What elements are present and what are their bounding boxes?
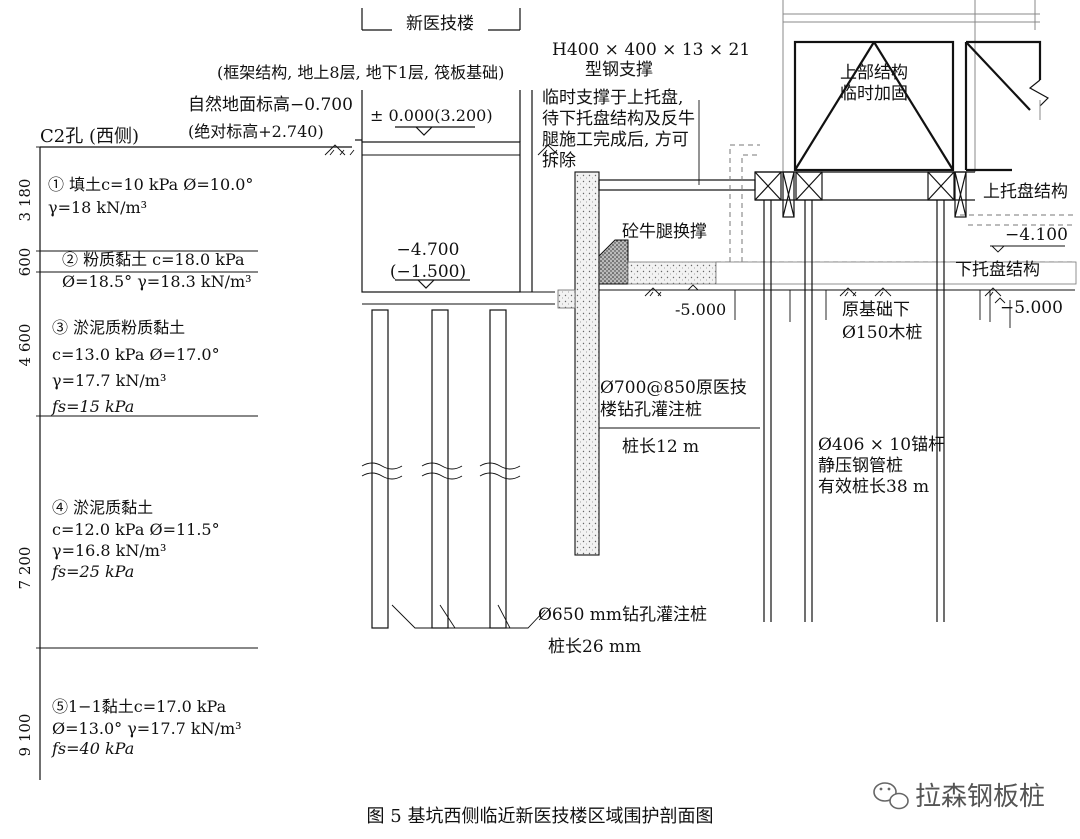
layer-4-line-3: γ=16.8 kN/m³ (52, 541, 166, 560)
bored-pile-length: 桩长26 mm (548, 637, 641, 657)
elevation-m4100-marker (990, 245, 1065, 253)
layer-2-thickness: 600 (16, 248, 34, 277)
corbel-block (598, 239, 629, 285)
layer-1-line-2: γ=18 kN/m³ (48, 198, 147, 217)
layer-4-line-2: c=12.0 kPa Ø=11.5° (52, 520, 220, 539)
wechat-icon (873, 782, 909, 810)
natural-ground-level: 自然地面标高−0.700 (188, 95, 353, 115)
upper-tray (754, 171, 975, 218)
support-note-1: 临时支撑于上托盘, (542, 88, 683, 108)
steel-pipe-pile-label-3: 有效桩长38 m (818, 477, 929, 497)
elevation-m5000-a: -5.000 (675, 300, 726, 319)
layer-2-line-2: Ø=18.5° γ=18.3 kN/m³ (62, 272, 252, 291)
building-bracket (361, 8, 521, 142)
corbel-slab (627, 261, 717, 285)
base-elevation-1: −4.700 (397, 240, 460, 260)
borehole-column: 3 180 600 4 600 7 200 9 100 ① 填土c=10 kPa… (16, 146, 352, 780)
borehole-label: C2孔 (西侧) (40, 126, 139, 147)
building-desc: (框架结构, 地上8层, 地下1层, 筏板基础) (217, 63, 504, 82)
existing-building-frame (782, 0, 1049, 172)
layer-4-line-4: fs=25 kPa (51, 562, 134, 581)
absolute-elevation: (绝对标高+2.740) (188, 122, 324, 141)
layer-4-thickness: 7 200 (16, 547, 34, 590)
base-elevation-2: (−1.500) (390, 262, 466, 282)
support-note-3: 腿施工完成后, 方可 (542, 130, 689, 150)
layer-3-line-2: c=13.0 kPa Ø=17.0° (52, 345, 220, 364)
steel-pipe-pile-label-1: Ø406 × 10锚杆 (818, 435, 945, 455)
upper-tray-label: 上托盘结构 (983, 182, 1068, 202)
upper-structure-label-2: 临时加固 (840, 84, 908, 104)
corbel-label: 砼牛腿换撑 (622, 222, 707, 242)
steel-support-type: 型钢支撑 (585, 60, 653, 80)
steel-pipe-piles (763, 200, 945, 622)
layer-3-line-3: γ=17.7 kN/m³ (52, 371, 166, 390)
elevation-m4100: −4.100 (1005, 225, 1068, 245)
building-name: 新医技楼 (406, 14, 474, 34)
layer-2-line-1: ② 粉质黏土 c=18.0 kPa (62, 250, 245, 269)
figure-caption: 图 5 基坑西侧临近新医技楼区域围护剖面图 (367, 806, 714, 827)
orig-foundation-label-1: 原基础下 (842, 300, 910, 320)
steel-strut (598, 179, 756, 191)
old-pile-label-2: 楼钻孔灌注桩 (600, 400, 702, 420)
support-note-2: 待下托盘结构及反牛 (542, 109, 695, 129)
bored-piles (361, 309, 546, 629)
lower-tray (715, 261, 1077, 285)
bored-pile-label: Ø650 mm钻孔灌注桩 (538, 605, 707, 625)
layer-5-line-3: fs=40 kPa (51, 739, 134, 758)
watermark-text: 拉森钢板桩 (915, 782, 1045, 812)
layer-3-line-1: ③ 淤泥质粉质黏土 (52, 318, 185, 337)
layer-5-line-2: Ø=13.0° γ=17.7 kN/m³ (52, 719, 242, 738)
elevation-m5000-b: −5.000 (1000, 298, 1063, 318)
layer-3-line-4: fs=15 kPa (51, 397, 134, 416)
wooden-piles (734, 290, 1011, 328)
support-note-4: 拆除 (542, 151, 576, 171)
old-bored-pile (574, 171, 600, 556)
steel-pipe-pile-label-2: 静压钢管桩 (818, 456, 903, 476)
layer-1-line-1: ① 填土c=10 kPa Ø=10.0° (48, 175, 253, 194)
elevation-markers (355, 126, 475, 289)
layer-3-thickness: 4 600 (16, 324, 34, 367)
lower-tray-label: 下托盘结构 (955, 260, 1040, 280)
layer-1-thickness: 3 180 (16, 179, 34, 222)
old-pile-length: 桩长12 m (622, 437, 699, 457)
infill-block (557, 289, 576, 309)
new-building-basement (361, 90, 555, 305)
steel-support-spec: H400 × 400 × 13 × 21 (552, 40, 750, 60)
ground-hatch-symbols (324, 144, 1006, 304)
layer-5-thickness: 9 100 (16, 714, 34, 757)
old-pile-label-1: Ø700@850原医技 (600, 378, 747, 398)
upper-structure-label-1: 上部结构 (840, 63, 908, 83)
layer-5-line-1: ⑤1−1黏土c=17.0 kPa (52, 697, 227, 716)
layer-4-line-1: ④ 淤泥质黏土 (52, 498, 153, 517)
floor-elevation: ± 0.000(3.200) (370, 106, 493, 125)
orig-foundation-label-2: Ø150木桩 (842, 323, 922, 343)
